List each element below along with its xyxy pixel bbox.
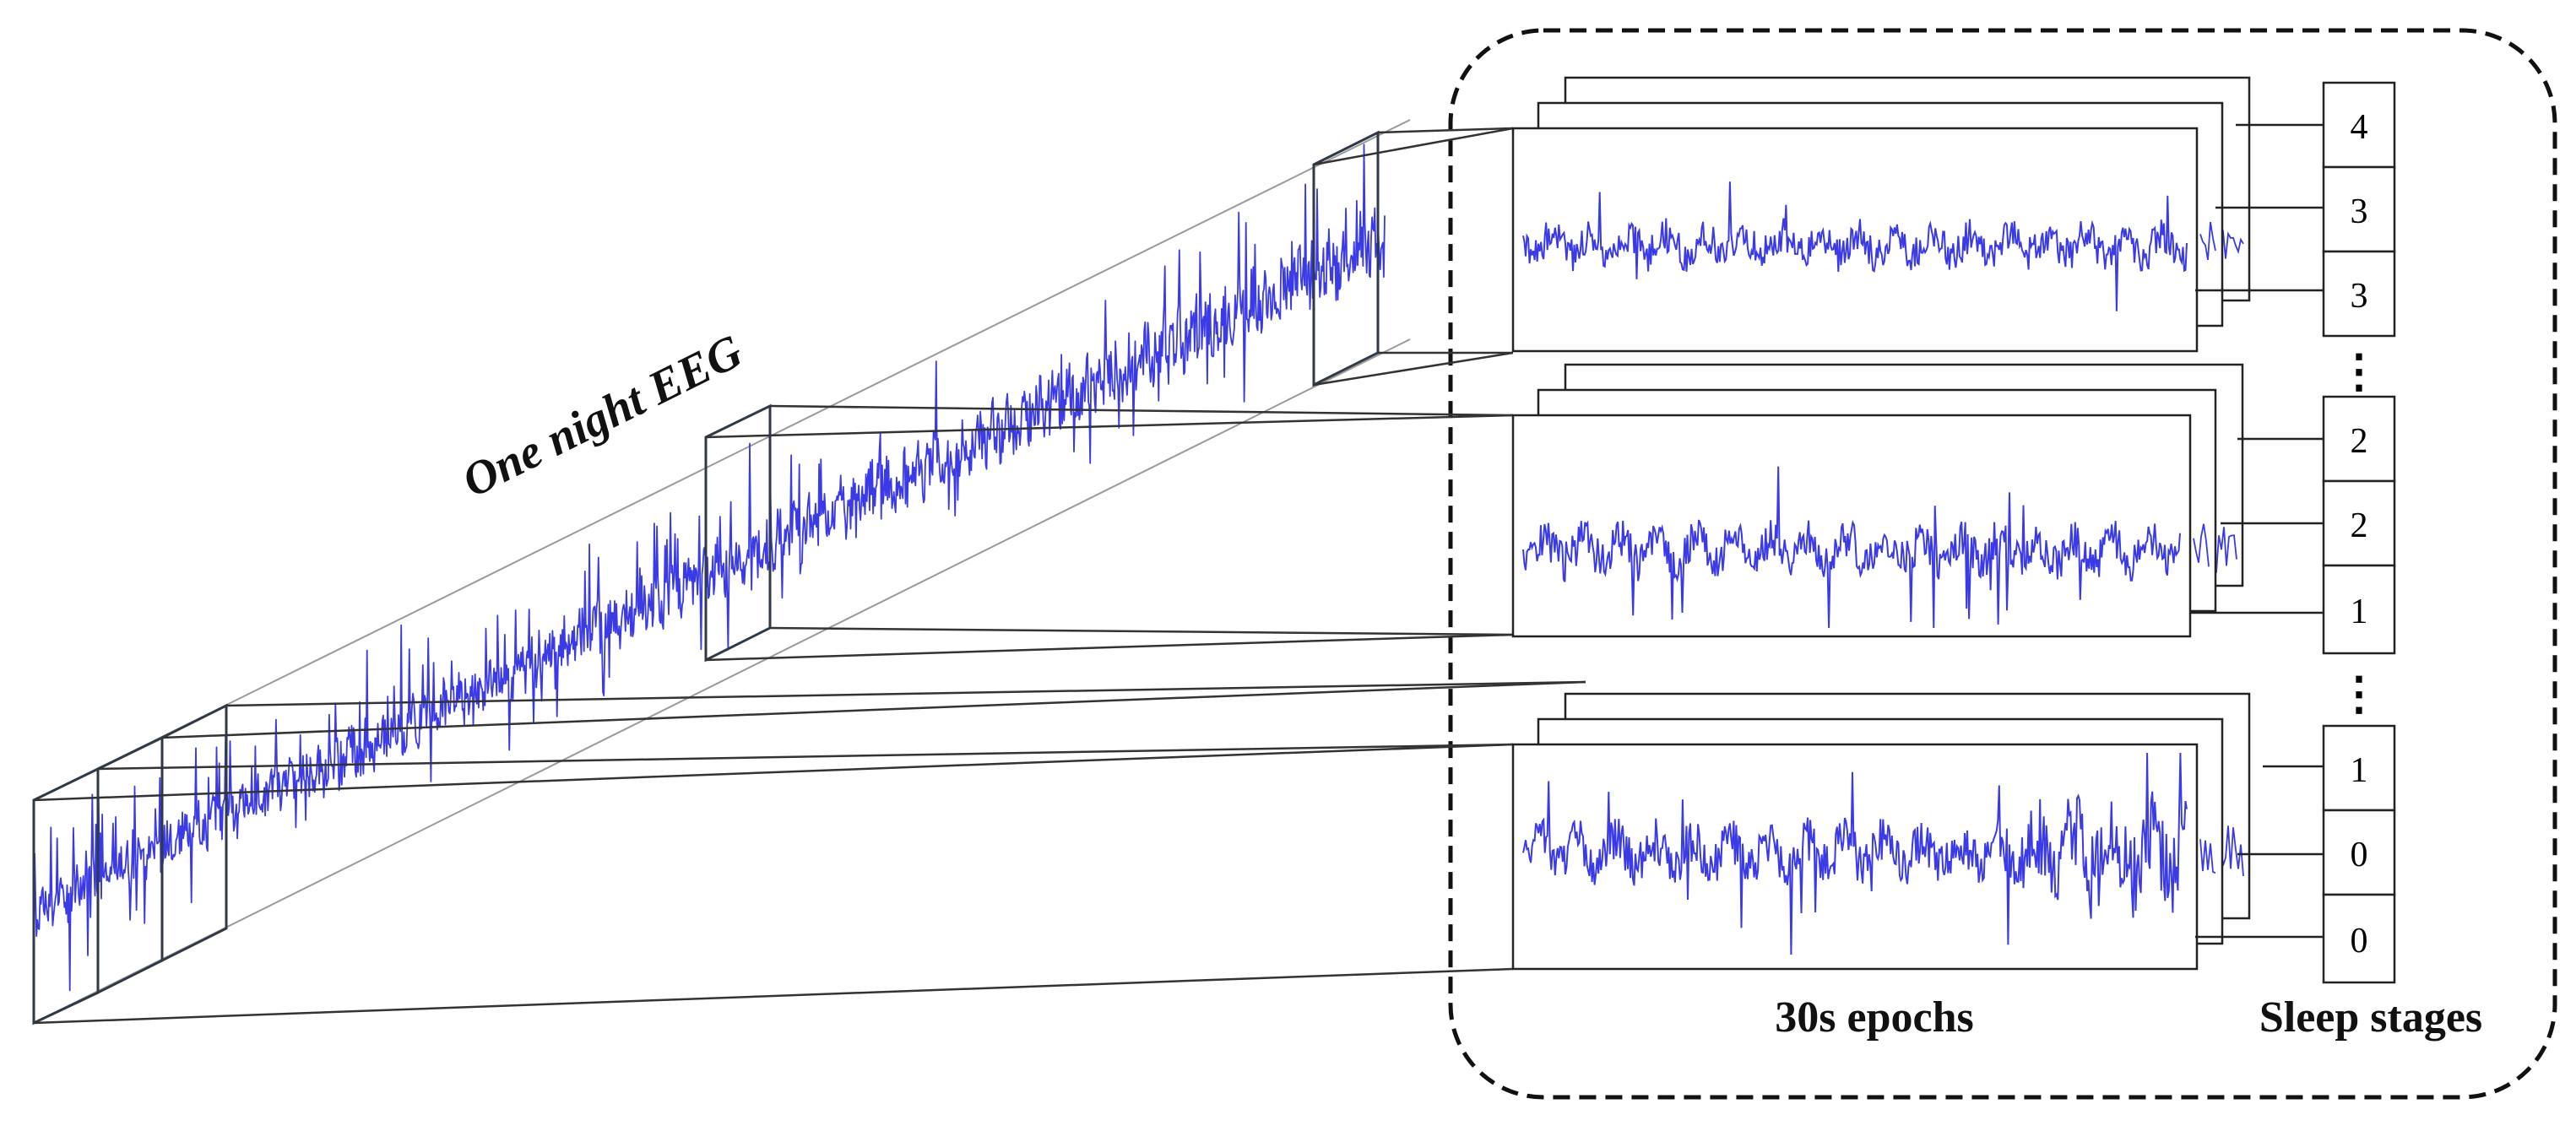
projection-lines [33, 127, 1586, 1025]
stage-box [2322, 395, 2396, 483]
strip-window-4 [704, 403, 772, 663]
stage-value: 0 [2351, 922, 2368, 961]
stage-box [2322, 165, 2396, 253]
epoch-stack-3 [1511, 692, 2251, 971]
epoch-panel [1511, 743, 2199, 971]
stage-box [2322, 564, 2396, 655]
epoch-panel-stacks [1511, 76, 2251, 971]
epochs-region-border [1448, 28, 2557, 1100]
stage-box [2322, 724, 2396, 812]
epochs-label: 30s epochs [1775, 993, 1973, 1042]
epoch-stack-1 [1511, 76, 2251, 353]
stage-value: 2 [2351, 506, 2368, 545]
stage-value: 1 [2351, 593, 2368, 631]
one-night-eeg-strip [33, 119, 1411, 1024]
stage-value: 2 [2351, 422, 2368, 461]
stage-group-1: 4 3 3 [2322, 81, 2396, 338]
stage-connectors [2190, 123, 2324, 939]
eeg-signal-epoch [1522, 752, 2188, 955]
eeg-signal-back [2193, 523, 2210, 567]
stage-value: 0 [2351, 836, 2368, 874]
eeg-signal-back [2199, 839, 2216, 874]
eeg-signal-back [2199, 221, 2216, 261]
stage-box [2322, 893, 2396, 984]
stage-box [2322, 250, 2396, 338]
stage-group-3: 1 0 0 [2322, 724, 2396, 984]
strip-window-3 [160, 703, 228, 963]
strip-guide-top [33, 119, 1411, 801]
stage-box [2322, 81, 2396, 169]
strip-window-2 [96, 735, 164, 995]
eeg-signal-long [33, 143, 1386, 992]
stage-ellipsis-1: ⋮ [2336, 346, 2382, 397]
stage-value: 4 [2351, 108, 2368, 147]
strip-window-frames [32, 130, 1380, 1025]
stage-value: 1 [2351, 751, 2368, 790]
eeg-signal-epoch [1522, 181, 2188, 311]
stage-value: 3 [2351, 277, 2368, 316]
epoch-stack-2 [1511, 363, 2244, 638]
stage-box [2322, 809, 2396, 896]
stage-value: 3 [2351, 192, 2368, 231]
stage-group-2: 2 2 1 [2322, 395, 2396, 655]
eeg-signal-epoch [1522, 466, 2181, 629]
strip-guide-bottom [33, 338, 1411, 1024]
sleep-stages-label: Sleep stages [2259, 993, 2482, 1042]
stage-ellipsis-2: ⋮ [2336, 668, 2382, 719]
